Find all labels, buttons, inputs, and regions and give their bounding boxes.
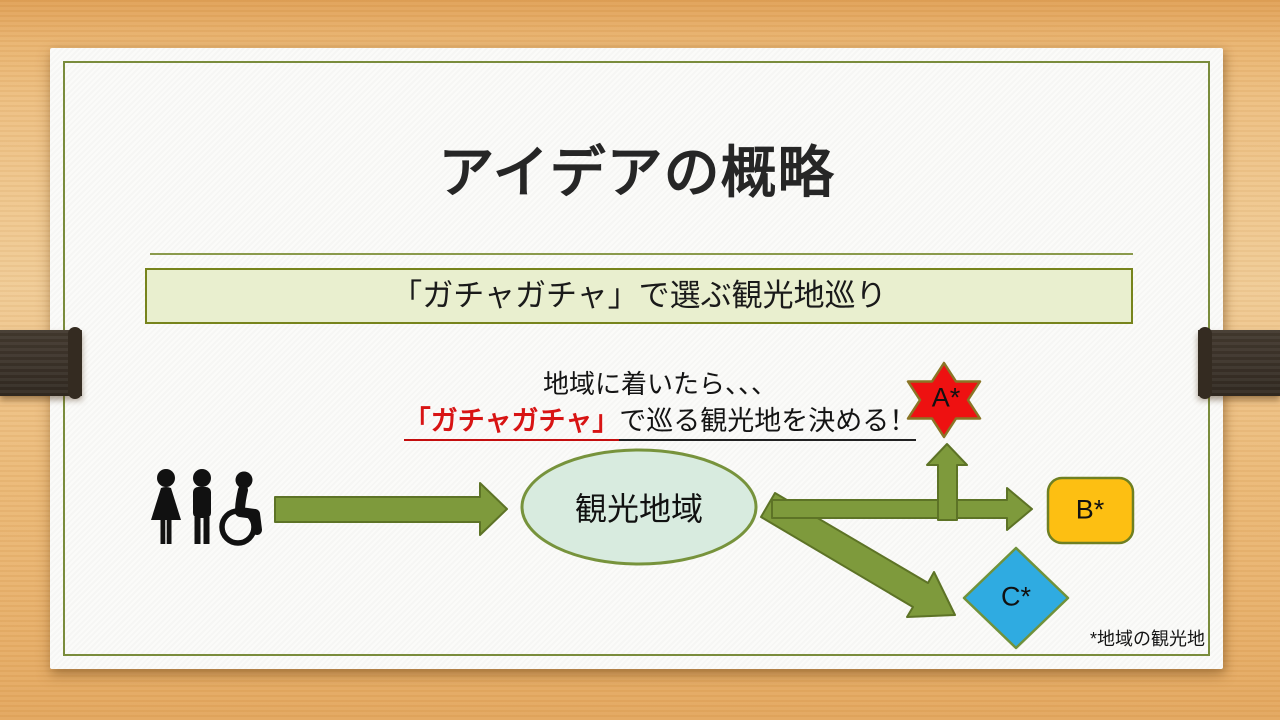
- arrow-branch-to-a: [926, 443, 968, 521]
- arrow-hub-to-b: [771, 487, 1033, 531]
- arrow-hub-to-c: [760, 492, 956, 618]
- instruction-line1: 地域に着いたら、、、: [542, 369, 777, 399]
- node-a-label: A*: [931, 382, 961, 413]
- instruction-line2-rest: で巡る観光地を決める！: [619, 406, 917, 441]
- right-band-cap: [1198, 327, 1212, 399]
- instruction-gacha-highlight: 「ガチャガチャ」: [403, 406, 620, 441]
- subtitle-box: 「ガチャガチャ」で選ぶ観光地巡り: [145, 268, 1133, 324]
- instruction-text: 地域に着いたら、、、 「ガチャガチャ」で巡る観光地を決める！: [380, 368, 940, 441]
- man-icon: [193, 469, 211, 544]
- hub-ellipse: [520, 448, 758, 566]
- title-divider-line: [150, 253, 1133, 255]
- node-b-rect: [1046, 476, 1135, 545]
- diagram-canvas: [274, 361, 1135, 650]
- node-c-diamond: [962, 546, 1070, 650]
- woman-icon: [151, 469, 181, 544]
- left-band: [0, 327, 82, 399]
- wheelchair-icon: [219, 471, 262, 546]
- node-b-label: B*: [1075, 494, 1105, 525]
- left-band-cap: [68, 327, 82, 399]
- footnote: *地域の観光地: [1089, 629, 1205, 649]
- slide-card: アイデアの概略 「ガチャガチャ」で選ぶ観光地巡り 地域に着いたら、、、 「ガチャ…: [50, 48, 1223, 669]
- node-c-label: C*: [1000, 581, 1032, 612]
- slide-title: アイデアの概略: [438, 141, 835, 204]
- people-icons: [151, 469, 262, 546]
- instruction-line2: 「ガチャガチャ」で巡る観光地を決める！: [380, 404, 940, 441]
- node-a-star: [906, 361, 982, 439]
- right-band: [1198, 327, 1280, 399]
- hub-label: 観光地域: [574, 491, 704, 527]
- arrow-people-to-hub: [274, 482, 508, 536]
